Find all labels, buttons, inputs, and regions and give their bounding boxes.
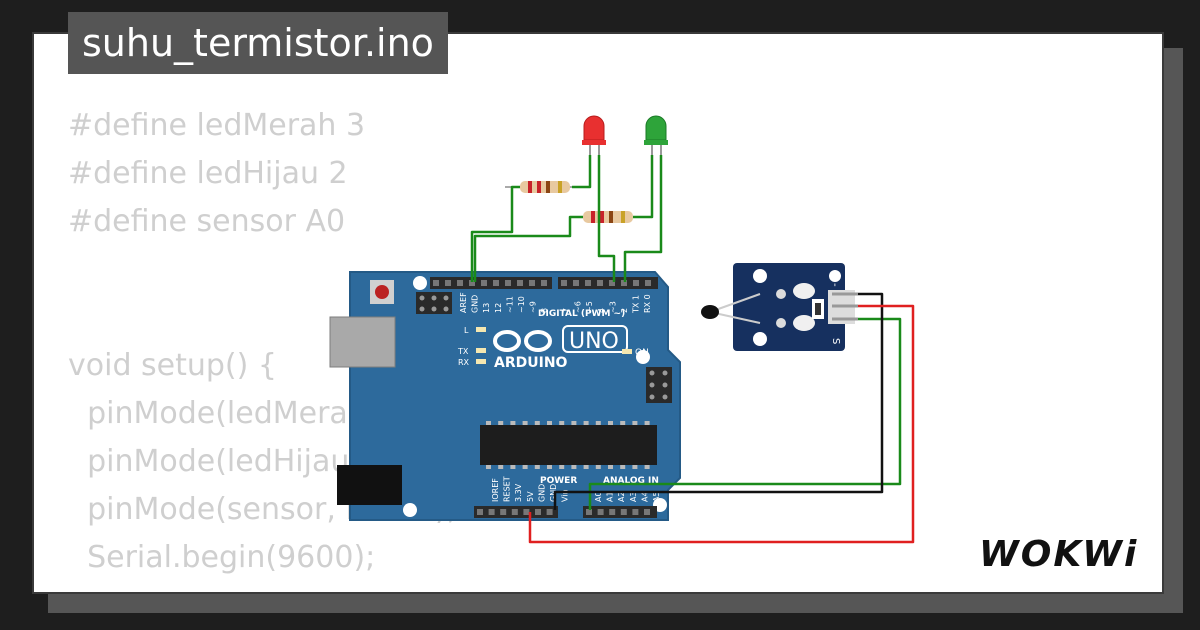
pin-label: GND [471,295,480,313]
wire-5v-sensor[interactable] [528,304,915,544]
pin-label: TX 1 [632,295,641,314]
wire-led-green-cathode[interactable] [633,155,654,219]
pin-label: 2 [620,308,629,313]
code-line: Serial.begin(9600); [68,540,376,575]
module-pin-minus: - [829,283,840,287]
pin-label: A4 [640,491,649,502]
pin-label: 13 [482,303,491,313]
analog-label: ANALOG IN [603,476,659,486]
tx-label: TX [457,347,469,356]
pin-label: 5V [526,491,535,502]
power-label: POWER [540,476,577,486]
code-line: void setup() { [68,348,277,383]
ntc-thermistor-module[interactable]: - S [701,263,858,351]
pin-label: GND [549,484,558,502]
pin-label: ~9 [529,301,538,313]
wire-led-red-cathode[interactable] [572,155,592,189]
wire-gnd-sensor[interactable] [553,292,884,510]
pin-label: 4 [597,308,606,313]
pin-label: A5 [652,491,661,502]
code-line: #define sensor A0 [68,204,346,239]
pin-label: A2 [617,491,626,502]
wokwi-logo: WOKWi [979,534,1138,575]
pin-label: RX 0 [643,294,652,313]
code-line: #define ledMerah 3 [68,108,366,143]
svg-text:WOKWi: WOKWi [979,534,1138,575]
pin-label: ~10 [517,296,526,313]
pin-label: RESET [503,476,512,502]
pin-label: Vin [561,489,570,502]
board-model: UNO [569,329,619,354]
red-led[interactable] [582,115,606,155]
pin-label: AREF [459,292,468,313]
pin-label: ~11 [505,296,514,313]
arduino-logo [493,330,552,352]
green-led[interactable] [644,115,668,155]
pin-label: A0 [594,491,603,502]
digital-label: DIGITAL (PWM ~) [538,309,625,319]
rx-label: RX [458,358,470,367]
pin-label: 3.3V [514,483,523,502]
power-jack [337,465,402,505]
pin-label: ~6 [574,301,583,313]
pin-label: A3 [629,491,638,502]
wire-gnd-resistor2[interactable] [473,215,583,282]
pin-label: 8 [540,308,549,313]
wire-pin3-red-led[interactable] [597,155,616,282]
on-label: ON [635,348,649,358]
module-pin-s: S [830,338,841,344]
atmega-chip [480,425,657,465]
pin-label: IOREF [491,478,500,502]
arduino-uno-board[interactable]: ARDUINO UNO DIGITAL (PWM ~) POWER ANALOG… [329,271,681,521]
pin-label: 12 [494,303,503,313]
wire-pin2-green-led[interactable] [623,155,663,282]
pin-label: 7 [562,308,571,313]
reset-button-cap[interactable] [375,285,389,299]
pin-label: ~5 [585,301,594,313]
thermistor-bead [701,305,719,319]
board-brand: ARDUINO [494,355,568,371]
l-label: L [464,326,469,335]
pin-label: ~3 [608,301,617,313]
code-line: #define ledHijau 2 [68,156,348,191]
project-title[interactable]: suhu_termistor.ino [68,12,448,74]
pin-label: GND [537,484,546,502]
pin-label: A1 [606,491,615,502]
usb-port [329,316,396,368]
wire-gnd-resistor1[interactable] [470,185,520,282]
